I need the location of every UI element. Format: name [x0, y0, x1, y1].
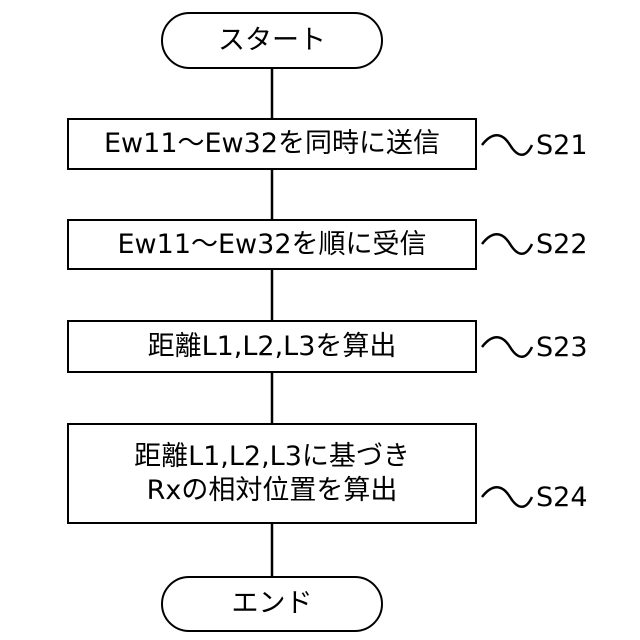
leader-s24: [482, 487, 532, 507]
step-s22-box: Ew11～Ew32を順に受信: [67, 219, 477, 270]
leader-s22: [482, 234, 532, 254]
leader-s23: [482, 337, 532, 357]
start-label: スタート: [218, 24, 326, 58]
end-terminal: エンド: [161, 576, 383, 632]
step-s24-text-line1: 距離L1,L2,L3に基づき: [134, 440, 410, 474]
step-s24-box: 距離L1,L2,L3に基づき Rxの相対位置を算出: [67, 423, 477, 524]
start-terminal: スタート: [161, 12, 383, 69]
step-s24-text-line2: Rxの相対位置を算出: [134, 474, 410, 508]
step-s23-id: S23: [536, 334, 588, 361]
step-s23-text: 距離L1,L2,L3を算出: [148, 330, 397, 364]
step-s21-text: Ew11～Ew32を同時に送信: [104, 127, 440, 161]
step-s22-text: Ew11～Ew32を順に受信: [118, 228, 427, 262]
step-s21-box: Ew11～Ew32を同時に送信: [67, 118, 477, 170]
step-s24-id: S24: [536, 484, 588, 511]
step-s22-id: S22: [536, 231, 588, 258]
step-s21-id: S21: [536, 132, 588, 159]
end-label: エンド: [232, 587, 313, 621]
leader-s21: [482, 135, 532, 155]
step-s23-box: 距離L1,L2,L3を算出: [67, 320, 477, 373]
